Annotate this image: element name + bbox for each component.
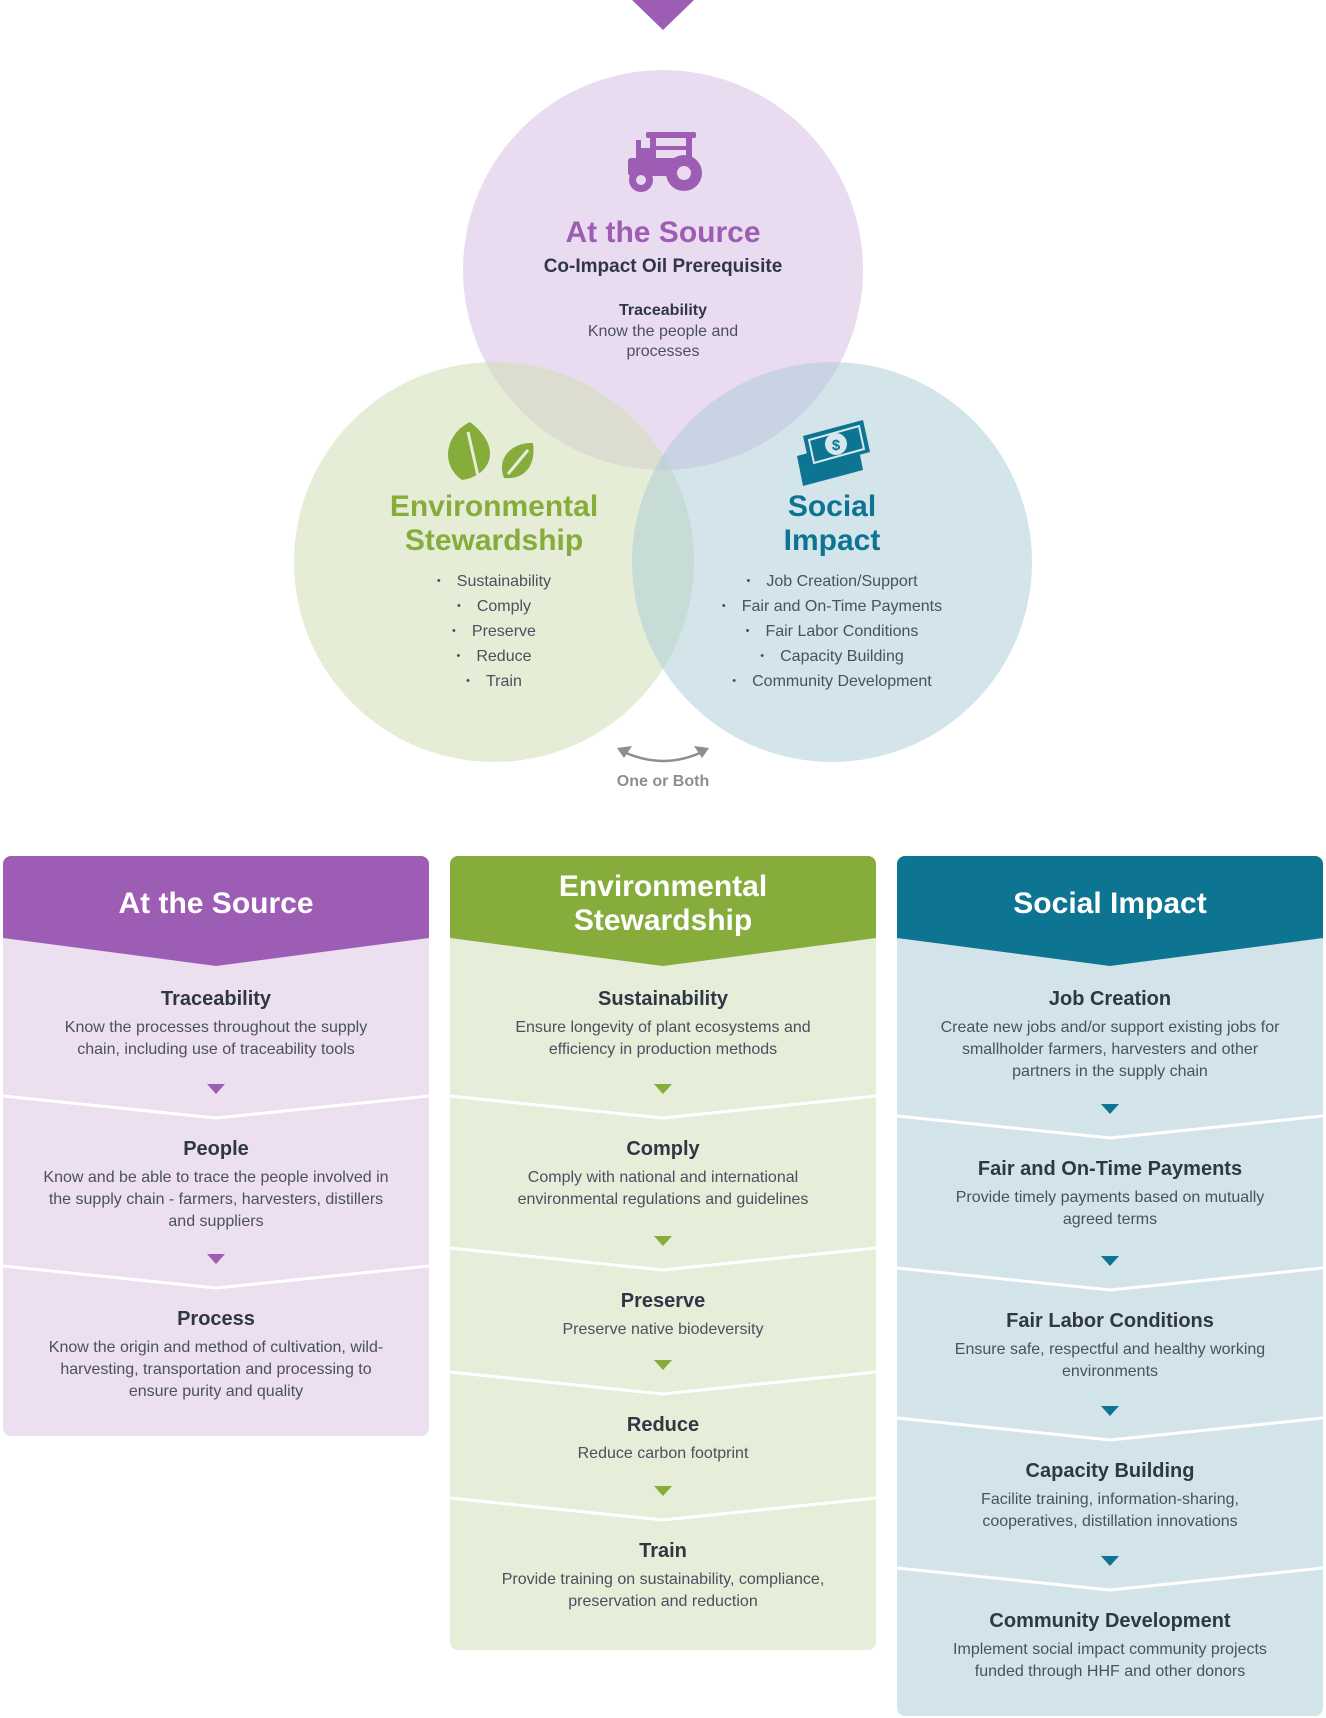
header-chevron bbox=[3, 856, 429, 966]
section-community-development: Community Development Implement social i… bbox=[897, 1610, 1323, 1683]
one-or-both-label: One or Both bbox=[616, 773, 710, 790]
section-sustainability: Sustainability Ensure longevity of plant… bbox=[450, 988, 876, 1061]
section-title: Job Creation bbox=[1048, 988, 1172, 1010]
circle-social-impact bbox=[632, 362, 1032, 762]
section-divider bbox=[897, 1406, 1323, 1442]
list-item: Fair Labor Conditions bbox=[682, 620, 982, 645]
column-header: At the Source bbox=[3, 856, 429, 966]
list-item: Sustainability bbox=[344, 570, 644, 595]
section-title: Reduce bbox=[626, 1414, 700, 1436]
venn-diagram: $ bbox=[294, 0, 1032, 763]
section-train: Train Provide training on sustainability… bbox=[450, 1540, 876, 1613]
source-circle-desc-line1: Know the people and bbox=[587, 323, 739, 340]
section-title: Train bbox=[639, 1540, 687, 1562]
header-chevron bbox=[897, 856, 1323, 966]
section-comply: Comply Comply with national and internat… bbox=[450, 1138, 876, 1211]
section-divider bbox=[897, 1104, 1323, 1140]
section-divider bbox=[450, 1486, 876, 1522]
section-title: Process bbox=[177, 1308, 255, 1330]
one-or-both-double-arrow bbox=[617, 746, 709, 763]
section-title: People bbox=[183, 1138, 249, 1160]
social-circle-title-line2: Impact bbox=[783, 524, 881, 557]
section-desc: Ensure longevity of plant ecosystems and… bbox=[515, 1019, 811, 1058]
section-desc: Create new jobs and/or support existing … bbox=[940, 1019, 1280, 1080]
column-at-the-source: At the Source Traceability Know the proc… bbox=[3, 856, 429, 1436]
list-item: Job Creation/Support bbox=[682, 570, 982, 595]
list-item: Fair and On-Time Payments bbox=[682, 595, 982, 620]
section-desc: Know and be able to trace the people inv… bbox=[43, 1169, 389, 1230]
source-circle-desc-line2: processes bbox=[626, 343, 700, 360]
section-divider bbox=[897, 1256, 1323, 1292]
section-fair-labor: Fair Labor Conditions Ensure safe, respe… bbox=[897, 1310, 1323, 1383]
section-desc: Know the origin and method of cultivatio… bbox=[48, 1339, 384, 1400]
source-circle-title: At the Source bbox=[565, 216, 761, 249]
top-pointer bbox=[632, 0, 694, 30]
section-divider bbox=[450, 1360, 876, 1396]
source-circle-subtitle: Co-Impact Oil Prerequisite bbox=[543, 256, 783, 277]
social-circle-title-line1: Social bbox=[787, 490, 877, 523]
section-people: People Know and be able to trace the peo… bbox=[3, 1138, 429, 1233]
section-desc: Implement social impact community projec… bbox=[953, 1641, 1267, 1680]
column-title: Social Impact bbox=[1013, 887, 1207, 920]
section-title: Preserve bbox=[620, 1290, 706, 1312]
section-title: Fair Labor Conditions bbox=[1006, 1310, 1214, 1332]
section-divider bbox=[3, 1084, 429, 1120]
source-circle-label: Traceability bbox=[618, 302, 708, 319]
section-desc: Ensure safe, respectful and healthy work… bbox=[954, 1341, 1266, 1380]
environmental-circle-list: Sustainability Comply Preserve Reduce Tr… bbox=[344, 570, 644, 695]
column-header: Environmental Stewardship bbox=[450, 856, 876, 966]
section-divider bbox=[450, 1236, 876, 1272]
section-divider bbox=[450, 1084, 876, 1120]
section-title: Capacity Building bbox=[1025, 1460, 1195, 1482]
environmental-circle-title-line1: Environmental bbox=[389, 490, 599, 523]
section-desc: Know the processes throughout the supply… bbox=[64, 1019, 368, 1058]
list-item: Community Development bbox=[682, 670, 982, 695]
environmental-circle-title-line2: Stewardship bbox=[404, 524, 584, 557]
section-desc: Provide training on sustainability, comp… bbox=[501, 1571, 825, 1610]
section-preserve: Preserve Preserve native biodeversity bbox=[450, 1290, 876, 1341]
list-item: Reduce bbox=[344, 645, 644, 670]
section-desc: Comply with national and international e… bbox=[517, 1169, 809, 1208]
column-header: Social Impact bbox=[897, 856, 1323, 966]
section-title: Comply bbox=[626, 1138, 700, 1160]
leaves-icon bbox=[448, 422, 534, 480]
social-circle-list: Job Creation/Support Fair and On-Time Pa… bbox=[682, 570, 982, 695]
section-desc: Facilite training, information-sharing, … bbox=[981, 1491, 1239, 1530]
column-social-impact: Social Impact Job Creation Create new jo… bbox=[897, 856, 1323, 1716]
section-reduce: Reduce Reduce carbon footprint bbox=[450, 1414, 876, 1465]
column-title: Environmental Stewardship bbox=[558, 870, 768, 937]
section-capacity-building: Capacity Building Facilite training, inf… bbox=[897, 1460, 1323, 1533]
section-title: Sustainability bbox=[597, 988, 729, 1010]
section-job-creation: Job Creation Create new jobs and/or supp… bbox=[897, 988, 1323, 1083]
section-desc: Reduce carbon footprint bbox=[577, 1445, 749, 1462]
section-title: Traceability bbox=[160, 988, 272, 1010]
section-fair-payments: Fair and On-Time Payments Provide timely… bbox=[897, 1158, 1323, 1231]
column-title: At the Source bbox=[118, 887, 314, 920]
section-desc: Preserve native biodeversity bbox=[562, 1321, 764, 1338]
section-divider bbox=[897, 1556, 1323, 1592]
header-chevron bbox=[450, 856, 876, 966]
list-item: Train bbox=[344, 670, 644, 695]
svg-text:$: $ bbox=[832, 437, 841, 454]
section-divider bbox=[3, 1254, 429, 1290]
circle-at-the-source bbox=[463, 70, 863, 470]
section-title: Community Development bbox=[989, 1610, 1231, 1632]
list-item: Preserve bbox=[344, 620, 644, 645]
list-item: Comply bbox=[344, 595, 644, 620]
tractor-icon bbox=[628, 132, 702, 192]
money-icon: $ bbox=[797, 420, 870, 486]
section-title: Fair and On-Time Payments bbox=[977, 1158, 1243, 1180]
section-traceability: Traceability Know the processes througho… bbox=[3, 988, 429, 1061]
list-item: Capacity Building bbox=[682, 645, 982, 670]
column-environmental-stewardship: Environmental Stewardship Sustainability… bbox=[450, 856, 876, 1650]
section-process: Process Know the origin and method of cu… bbox=[3, 1308, 429, 1403]
section-desc: Provide timely payments based on mutuall… bbox=[955, 1189, 1265, 1228]
